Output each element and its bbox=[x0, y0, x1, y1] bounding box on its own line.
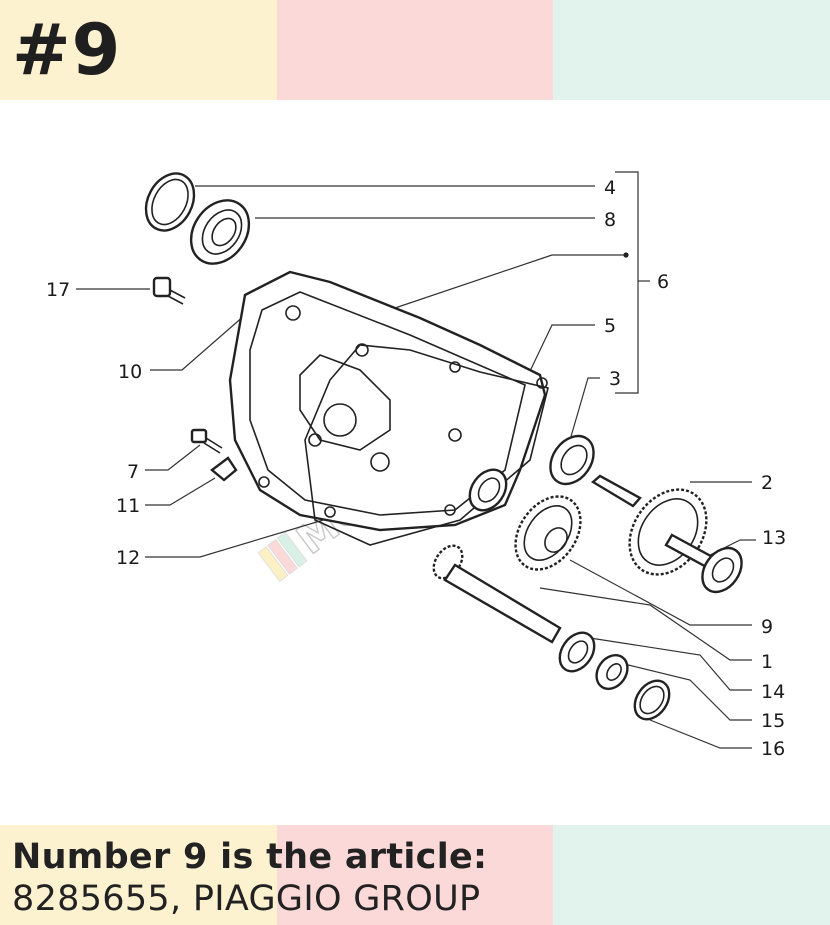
callout-16: 16 bbox=[761, 738, 785, 760]
caption-article-number: 8285655, PIAGGIO GROUP bbox=[12, 879, 481, 919]
callout-15: 15 bbox=[761, 710, 785, 732]
callout-14: 14 bbox=[761, 681, 785, 703]
part-3-bearing bbox=[549, 434, 595, 486]
part-9-intermediate-gear bbox=[514, 495, 582, 571]
callout-labels: 4 8 6 17 10 5 3 2 7 11 13 12 9 1 14 15 1… bbox=[46, 177, 786, 760]
part-4-circlip bbox=[144, 172, 196, 232]
item-number-tag: #9 bbox=[12, 9, 122, 91]
callout-2: 2 bbox=[761, 472, 773, 494]
callout-17: 17 bbox=[46, 279, 70, 301]
callout-8: 8 bbox=[604, 209, 616, 231]
callout-9: 9 bbox=[761, 616, 773, 638]
callout-3: 3 bbox=[609, 368, 621, 390]
caption-title: Number 9 is the article: bbox=[12, 837, 488, 877]
part-7-screw bbox=[190, 428, 223, 454]
band-pink bbox=[276, 825, 554, 925]
callout-10: 10 bbox=[118, 361, 142, 383]
exploded-parts-diagram: MOTOPARTS bbox=[46, 171, 786, 760]
part-12-gasket bbox=[304, 344, 549, 546]
part-17-bolt bbox=[152, 276, 186, 305]
callout-5: 5 bbox=[604, 315, 616, 337]
band-mint bbox=[553, 825, 830, 925]
callout-11: 11 bbox=[116, 495, 140, 517]
part-15-spacer bbox=[595, 654, 629, 690]
top-color-band bbox=[0, 0, 830, 100]
article-caption: Number 9 is the article: 8285655, PIAGGI… bbox=[12, 836, 487, 920]
callout-13: 13 bbox=[762, 527, 786, 549]
band-yellow bbox=[0, 0, 277, 100]
band-yellow bbox=[0, 825, 277, 925]
part-11-clip bbox=[210, 456, 238, 482]
part-8-bearing bbox=[189, 199, 251, 265]
part-1-drive-shaft bbox=[432, 544, 562, 644]
callout-4: 4 bbox=[604, 177, 616, 199]
part-16-circlip bbox=[633, 679, 671, 721]
part-5-oil-seal bbox=[468, 468, 508, 512]
callout-6: 6 bbox=[657, 271, 669, 293]
callout-7: 7 bbox=[127, 461, 139, 483]
callout-12: 12 bbox=[116, 547, 140, 569]
bottom-color-band bbox=[0, 825, 830, 925]
part-13-bearing bbox=[701, 546, 743, 594]
part-14-bearing bbox=[558, 631, 596, 673]
band-mint bbox=[553, 0, 830, 100]
band-pink bbox=[276, 0, 554, 100]
callout-1: 1 bbox=[761, 651, 773, 673]
